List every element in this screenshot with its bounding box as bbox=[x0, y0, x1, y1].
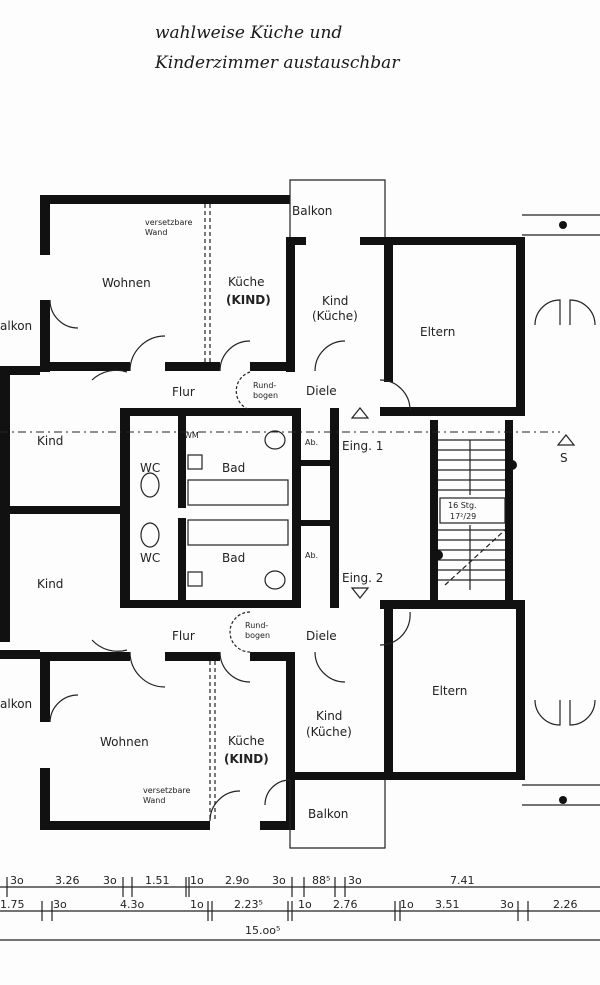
dimension-label: 4.3o bbox=[120, 898, 144, 911]
room-label-diele: Diele bbox=[306, 384, 337, 398]
room-label-wc: WC bbox=[140, 551, 160, 565]
room-label-kueche: Küche bbox=[228, 275, 264, 289]
dimension-label: 2.23⁵ bbox=[234, 898, 263, 911]
walls bbox=[0, 195, 525, 830]
dimension-label: 88⁵ bbox=[312, 874, 330, 887]
lower-unit-labels: WC Bad Ab. Eing. 2 Kind Flur Rund- bogen… bbox=[0, 551, 467, 821]
total-width: 15.oo⁵ bbox=[245, 924, 280, 937]
dimension-label: 2.9o bbox=[225, 874, 249, 887]
upper-unit-labels: Balkon alkon versetzbare Wand Wohnen Küc… bbox=[0, 204, 568, 475]
rundbogen-label-2: bogen bbox=[253, 391, 278, 400]
section-marker: S bbox=[560, 451, 568, 465]
room-label-bad: Bad bbox=[222, 551, 245, 565]
dimension-label: 2.26 bbox=[553, 898, 578, 911]
handwritten-note-line1: wahlweise Küche und bbox=[155, 23, 342, 43]
dimension-label: 3o bbox=[272, 874, 286, 887]
dimension-label: 3o bbox=[10, 874, 24, 887]
entrance-label: Eing. 2 bbox=[342, 571, 383, 585]
dimension-lines: 3o 3.26 3o 1.51 1o 2.9o 3o 88⁵ 3o 7.41 1… bbox=[0, 874, 600, 941]
dimension-label: 7.41 bbox=[450, 874, 475, 887]
rundbogen-label-2: bogen bbox=[245, 631, 270, 640]
dimension-label: 2.76 bbox=[333, 898, 358, 911]
dimension-label: 3o bbox=[500, 898, 514, 911]
dimension-label: 3o bbox=[103, 874, 117, 887]
rundbogen-label: Rund- bbox=[245, 621, 268, 630]
room-label-flur: Flur bbox=[172, 385, 195, 399]
room-label-wc: WC bbox=[140, 461, 160, 475]
room-label-diele: Diele bbox=[306, 629, 337, 643]
handwritten-note-line2: Kinderzimmer austauschbar bbox=[154, 53, 400, 73]
dimension-label: 3o bbox=[53, 898, 67, 911]
dimension-label: 1.75 bbox=[0, 898, 25, 911]
dimension-label: 1.51 bbox=[145, 874, 170, 887]
versetzbare-label: versetzbare bbox=[143, 786, 190, 795]
dimension-label: 1o bbox=[400, 898, 414, 911]
rundbogen-label: Rund- bbox=[253, 381, 276, 390]
room-label-kind-kueche-2: (Küche) bbox=[312, 309, 358, 323]
room-label-eltern: Eltern bbox=[432, 684, 467, 698]
room-label-balkon: Balkon bbox=[292, 204, 332, 218]
room-label-kind-kueche: Kind bbox=[322, 294, 348, 308]
room-label-eltern: Eltern bbox=[420, 325, 455, 339]
room-label-balkon: Balkon bbox=[308, 807, 348, 821]
dimension-label: 3o bbox=[348, 874, 362, 887]
room-label-abstellraum: Ab. bbox=[305, 438, 318, 447]
room-label-kind-kueche-2: (Küche) bbox=[306, 725, 352, 739]
entrance-label: Eing. 1 bbox=[342, 439, 383, 453]
versetzbare-label: versetzbare bbox=[145, 218, 192, 227]
thin-lines bbox=[0, 179, 600, 849]
room-label-wohnen: Wohnen bbox=[102, 276, 151, 290]
wm-label: WM bbox=[184, 431, 199, 440]
dimension-label: 1o bbox=[190, 874, 204, 887]
room-label-balkon-left: alkon bbox=[0, 319, 32, 333]
stairs-ratio: 17²/29 bbox=[450, 512, 476, 521]
wand-label: Wand bbox=[143, 796, 165, 805]
room-label-kind-kueche: Kind bbox=[316, 709, 342, 723]
handwritten-kind: (KIND) bbox=[226, 293, 271, 307]
room-label-wohnen: Wohnen bbox=[100, 735, 149, 749]
room-label-abstellraum: Ab. bbox=[305, 551, 318, 560]
stairs-count: 16 Stg. bbox=[448, 501, 477, 510]
wand-label: Wand bbox=[145, 228, 167, 237]
room-label-kueche: Küche bbox=[228, 734, 264, 748]
dimension-label: 3.51 bbox=[435, 898, 460, 911]
room-label-kind: Kind bbox=[37, 434, 63, 448]
dimension-label: 1o bbox=[190, 898, 204, 911]
handwritten-kind: (KIND) bbox=[224, 752, 269, 766]
room-label-bad: Bad bbox=[222, 461, 245, 475]
dimension-label: 3.26 bbox=[55, 874, 80, 887]
room-label-kind: Kind bbox=[37, 577, 63, 591]
room-label-flur: Flur bbox=[172, 629, 195, 643]
dimension-label: 1o bbox=[298, 898, 312, 911]
room-label-balkon-left: alkon bbox=[0, 697, 32, 711]
